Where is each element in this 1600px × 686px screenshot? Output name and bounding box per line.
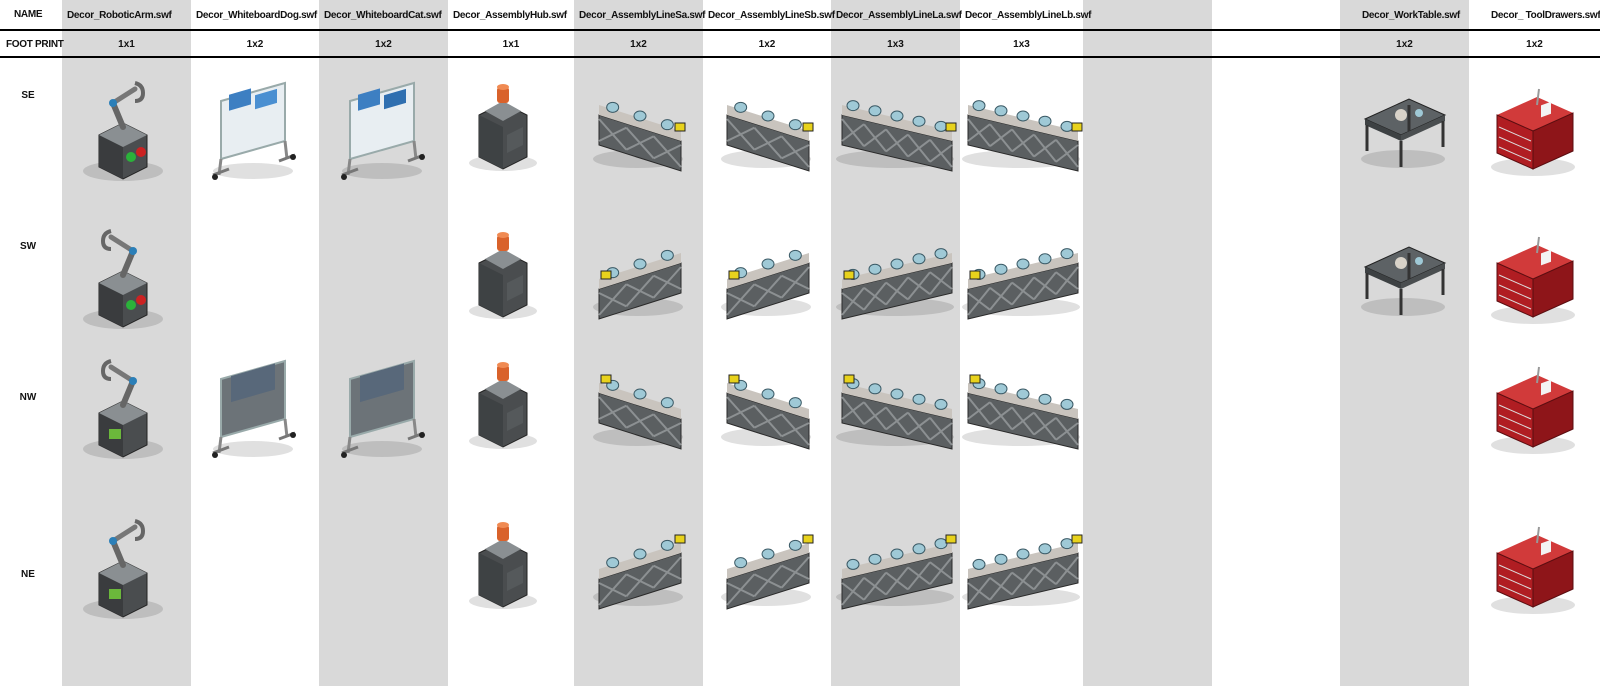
asset-name: Decor_AssemblyLineLa.swf: [836, 10, 962, 21]
assembly-line-short-icon: [721, 534, 814, 610]
asset-footprint: 1x2: [1396, 39, 1413, 50]
assembly-hub-sprite-sw: [463, 223, 559, 338]
assembly-line-long-sprite-sw: [960, 223, 1084, 338]
assembly-line-long-icon: [961, 100, 1082, 172]
tool-drawers-sprite-nw: [1487, 353, 1583, 468]
assembly-line-long-sprite-se: [960, 75, 1084, 190]
work-table-sprite-sw: [1357, 223, 1453, 338]
asset-name: Decor_WhiteboardDog.swf: [196, 10, 317, 21]
asset-name: Decor_AssemblyLineSa.swf: [579, 10, 706, 21]
direction-label-se: SE: [21, 90, 35, 101]
header-divider: [0, 56, 1600, 58]
assembly-hub-icon: [469, 522, 537, 609]
whiteboard-cat-sprite-se: [336, 75, 432, 190]
assembly-line-short-sprite-nw: [591, 353, 687, 468]
footprint-header: FOOT PRINT: [6, 39, 64, 50]
asset-footprint: 1x2: [375, 39, 392, 50]
assembly-line-short-sprite-sw: [719, 223, 815, 338]
robotic-arm-sprite-sw: [79, 223, 175, 338]
work-table-sprite-se: [1357, 75, 1453, 190]
robotic-arm-icon: [82, 359, 163, 459]
robotic-arm-sprite-se: [79, 75, 175, 190]
work-table-icon: [1360, 246, 1446, 316]
asset-name: Decor_AssemblyLineLb.swf: [965, 10, 1092, 21]
assembly-line-short-icon: [592, 101, 685, 172]
assembly-hub-icon: [469, 232, 537, 319]
assembly-line-short-icon: [721, 101, 814, 172]
assembly-line-short-icon: [592, 374, 683, 450]
asset-name: Decor_AssemblyHub.swf: [453, 10, 567, 21]
asset-footprint: 1x1: [118, 39, 135, 50]
assembly-line-long-sprite-nw: [960, 353, 1084, 468]
assembly-line-short-sprite-ne: [591, 513, 687, 628]
assembly-line-short-icon: [592, 249, 683, 320]
assembly-line-long-sprite-se: [834, 75, 958, 190]
asset-footprint: 1x2: [1526, 39, 1543, 50]
robotic-arm-icon: [82, 229, 163, 329]
column-band: [1212, 0, 1340, 686]
asset-footprint: 1x2: [758, 39, 776, 50]
assembly-hub-sprite-se: [463, 75, 559, 190]
assembly-line-short-sprite-se: [719, 75, 815, 190]
assembly-line-short-sprite-se: [591, 75, 687, 190]
assembly-line-long-icon: [961, 534, 1082, 610]
assembly-line-short-sprite-sw: [591, 223, 687, 338]
asset-name: Decor_WorkTable.swf: [1362, 10, 1460, 21]
assembly-line-long-sprite-ne: [960, 513, 1084, 628]
robotic-arm-icon: [82, 519, 163, 619]
tool-drawers-icon: [1490, 236, 1575, 324]
direction-label-nw: NW: [19, 392, 37, 403]
whiteboard-cat-icon: [340, 359, 425, 458]
assembly-hub-sprite-ne: [463, 513, 559, 628]
direction-label-ne: NE: [21, 569, 35, 580]
asset-name: Decor_RoboticArm.swf: [67, 10, 172, 21]
assembly-line-long-icon: [961, 248, 1080, 320]
assembly-line-long-sprite-sw: [834, 223, 958, 338]
assembly-line-long-icon: [835, 100, 956, 172]
assembly-line-long-sprite-ne: [834, 513, 958, 628]
whiteboard-cat-sprite-nw: [336, 353, 432, 468]
header-divider: [0, 29, 1600, 31]
asset-footprint: 1x1: [502, 39, 520, 50]
asset-name: Decor_ ToolDrawers.swf: [1491, 10, 1600, 21]
robotic-arm-sprite-ne: [79, 513, 175, 628]
asset-footprint: 1x3: [1013, 39, 1030, 50]
assembly-line-short-icon: [721, 249, 811, 320]
robotic-arm-icon: [82, 81, 163, 181]
asset-name: Decor_WhiteboardCat.swf: [324, 10, 442, 21]
tool-drawers-icon: [1490, 366, 1575, 454]
tool-drawers-sprite-sw: [1487, 223, 1583, 338]
assembly-line-long-icon: [835, 248, 954, 320]
tool-drawers-icon: [1490, 526, 1575, 614]
assembly-line-short-icon: [721, 374, 811, 450]
column-band: [1083, 0, 1212, 686]
direction-label-sw: SW: [19, 241, 37, 252]
assembly-hub-sprite-nw: [463, 353, 559, 468]
assembly-line-long-icon: [835, 374, 954, 450]
tool-drawers-icon: [1490, 88, 1575, 176]
whiteboard-dog-icon: [212, 81, 296, 180]
whiteboard-dog-sprite-se: [207, 75, 303, 190]
whiteboard-dog-sprite-nw: [207, 353, 303, 468]
asset-name: Decor_AssemblyLineSb.swf: [708, 10, 835, 21]
assembly-line-short-sprite-nw: [719, 353, 815, 468]
robotic-arm-sprite-nw: [79, 353, 175, 468]
assembly-hub-icon: [469, 362, 537, 449]
assembly-line-short-sprite-ne: [719, 513, 815, 628]
assembly-line-short-icon: [592, 534, 685, 610]
assembly-line-long-icon: [961, 374, 1080, 450]
work-table-icon: [1360, 98, 1446, 168]
assembly-hub-icon: [469, 84, 537, 171]
asset-footprint: 1x3: [887, 39, 904, 50]
asset-footprint: 1x2: [246, 39, 264, 50]
asset-footprint: 1x2: [630, 39, 647, 50]
whiteboard-dog-icon: [212, 359, 296, 458]
name-header: NAME: [14, 9, 43, 20]
tool-drawers-sprite-ne: [1487, 513, 1583, 628]
whiteboard-cat-icon: [340, 81, 425, 180]
tool-drawers-sprite-se: [1487, 75, 1583, 190]
assembly-line-long-sprite-nw: [834, 353, 958, 468]
assembly-line-long-icon: [835, 534, 956, 610]
